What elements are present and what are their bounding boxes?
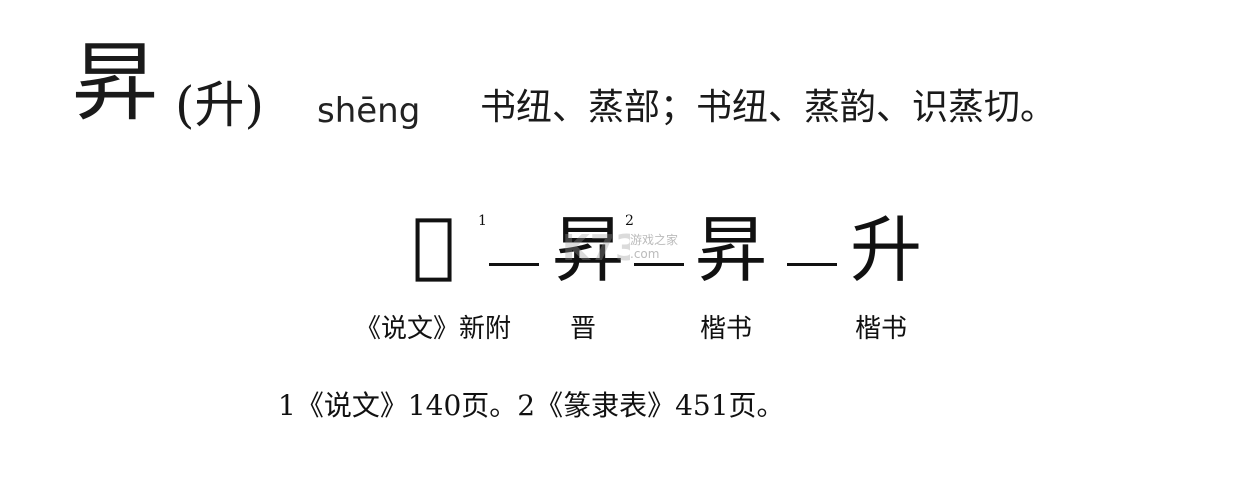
caption-source: 《说文》新附	[355, 314, 512, 344]
variant-character: (升)	[175, 76, 265, 134]
jin-dynasty-form: 昇	[552, 208, 625, 292]
svg-text:K73: K73	[562, 228, 630, 269]
footnote-marker-1: 1	[478, 213, 487, 229]
footnote-marker-2: 2	[625, 213, 634, 229]
evolution-dash	[634, 263, 684, 266]
headword-character: 昇	[72, 33, 158, 133]
regular-script-simplified-form: 升	[850, 208, 923, 292]
watermark-logo-icon: K73	[562, 228, 630, 269]
caption-kaishu: 楷书	[700, 314, 753, 344]
phonological-notes: 书纽、蒸部；书纽、蒸韵、识蒸切。	[480, 87, 1057, 128]
footnote-text: 1《说文》140页。2《篆隶表》451页。	[278, 389, 785, 422]
evolution-dash	[787, 263, 837, 266]
regular-script-form: 昇	[695, 208, 768, 292]
seal-script-form: 𦦻	[412, 202, 456, 286]
pinyin-reading: shēng	[317, 91, 421, 131]
evolution-dash	[489, 263, 539, 266]
caption-jin: 晋	[570, 314, 597, 344]
watermark-text: 游戏之家 .com	[630, 233, 679, 261]
caption-kaishu: 楷书	[855, 314, 908, 344]
